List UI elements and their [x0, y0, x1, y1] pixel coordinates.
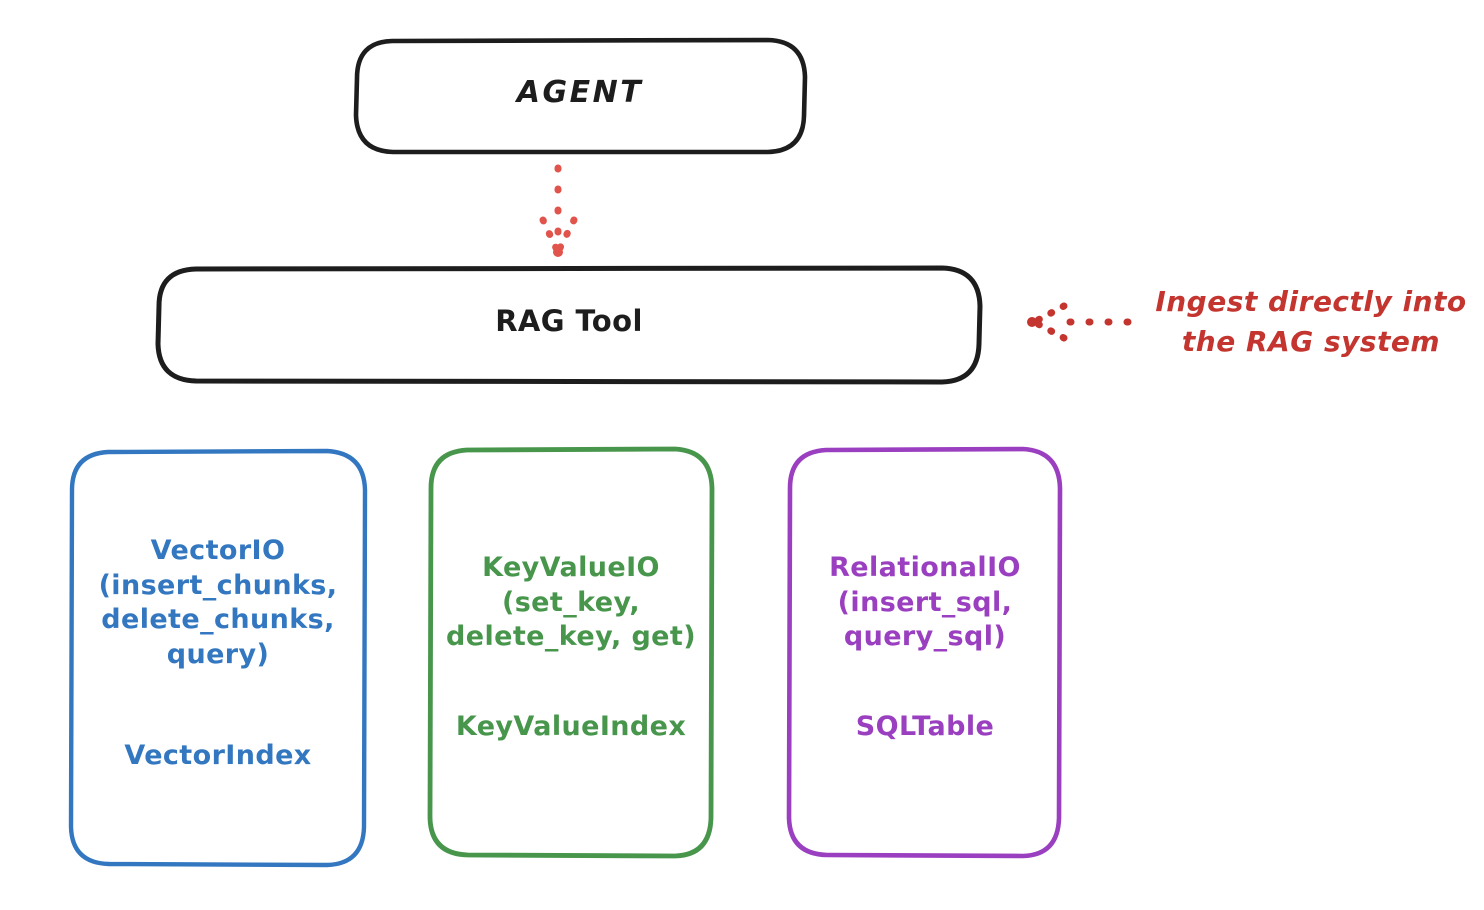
rag-tool-box-outline[interactable]	[155, 265, 983, 385]
rag-tool-node-label: RAG Tool	[495, 304, 643, 338]
keyvalue-store-box-outline[interactable]	[427, 446, 715, 859]
keyvalue-store-index-label: KeyValueIndex	[455, 711, 687, 742]
vector-store-index-label: VectorIndex	[124, 740, 312, 771]
relational-store-index-label: SQLTable	[855, 711, 995, 742]
ingest-pointer-connector	[1027, 302, 1132, 342]
agent-node-label: AGENT	[516, 75, 644, 110]
relational-store-api-label: RelationalIO (insert_sql, query_sql)	[829, 552, 1021, 653]
agent-box-outline[interactable]	[353, 37, 808, 155]
vector-store-box-outline[interactable]	[68, 448, 368, 868]
keyvalue-store-api-label: KeyValueIO (set_key, delete_key, get)	[446, 552, 696, 653]
agent-to-rag-connector	[539, 164, 578, 257]
ingest-annotation-text: Ingest directly into the RAG system	[1155, 285, 1467, 358]
relational-store-box-outline[interactable]	[786, 446, 1063, 859]
vector-store-api-label: VectorIO (insert_chunks, delete_chunks, …	[98, 535, 338, 670]
